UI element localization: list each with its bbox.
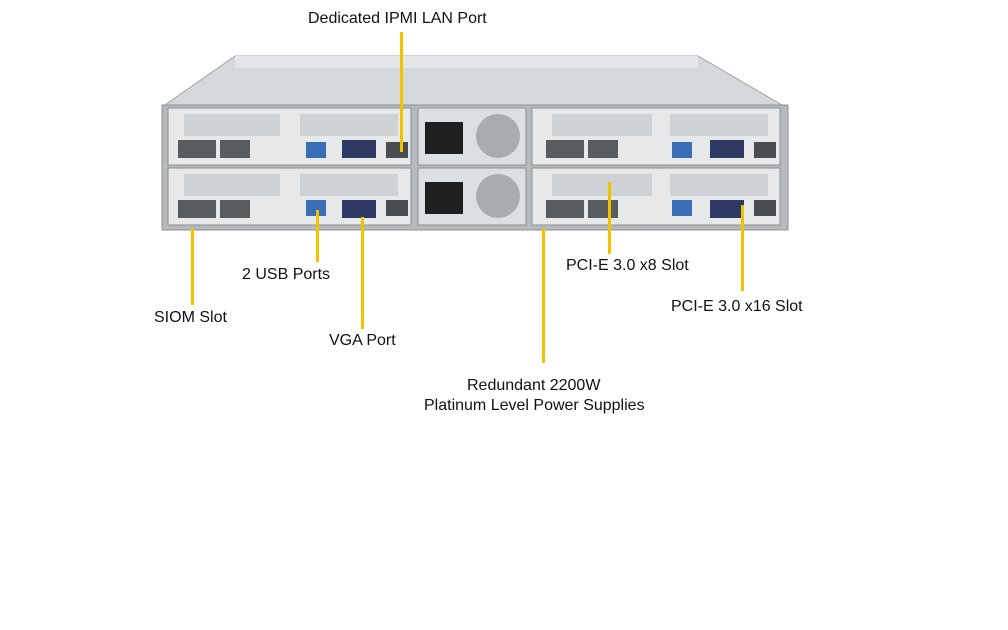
usb-ports-label: 2 USB Ports [242, 266, 331, 283]
leader-usb [316, 210, 319, 262]
leader-pcie-x8 [608, 182, 611, 254]
leader-siom [191, 228, 194, 305]
psu-top [417, 107, 527, 166]
leader-pcie-x16 [741, 205, 744, 291]
vga-port-label: VGA Port [329, 332, 396, 349]
server-chassis-image [161, 55, 789, 231]
pcie-x8-slot-label: PCI-E 3.0 x8 Slot [566, 257, 689, 274]
siom-slot-label: SIOM Slot [154, 309, 227, 326]
leader-vga [361, 217, 364, 329]
node-right-top [531, 107, 781, 166]
psu-label-line1: Redundant 2200W [467, 377, 601, 394]
leader-psu [542, 228, 545, 363]
pcie-x16-slot-label: PCI-E 3.0 x16 Slot [671, 298, 803, 315]
node-left-top [167, 107, 412, 166]
psu-label-line2: Platinum Level Power Supplies [424, 397, 645, 414]
node-right-bottom [531, 167, 781, 226]
node-left-bottom [167, 167, 412, 226]
leader-ipmi [400, 32, 403, 152]
ipmi-lan-port-label: Dedicated IPMI LAN Port [308, 10, 487, 27]
psu-bottom [417, 167, 527, 226]
